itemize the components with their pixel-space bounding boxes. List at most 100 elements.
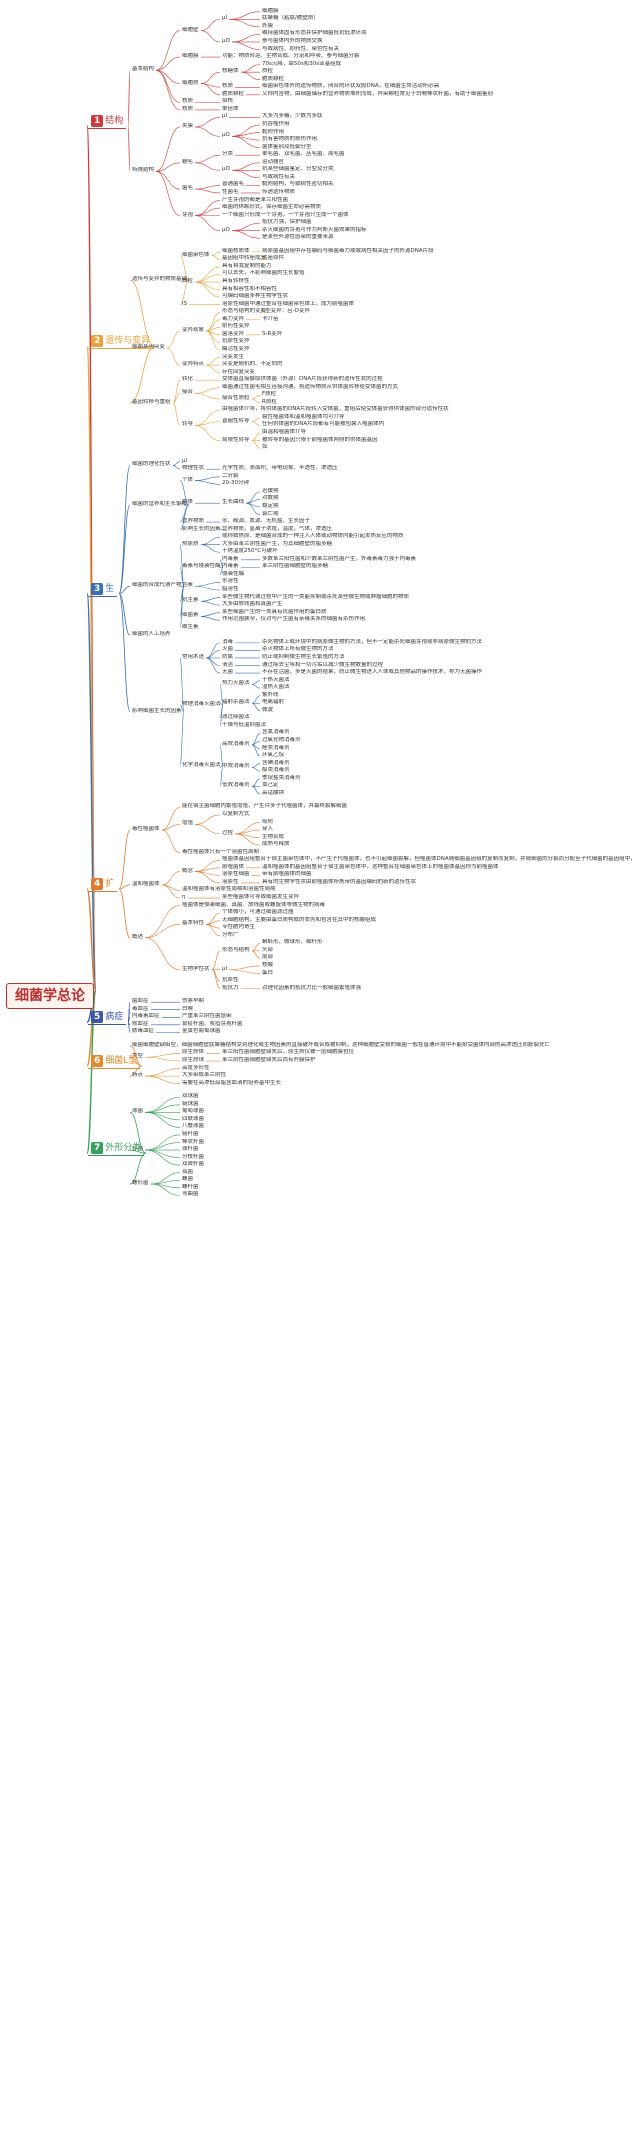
map-node[interactable]: 衰亡期 — [262, 510, 279, 517]
map-node[interactable]: 个体微小，可通过细菌滤过器 — [222, 909, 294, 916]
map-node[interactable]: 可以丢失，不影响细菌的生长繁殖 — [222, 270, 305, 277]
map-node[interactable]: 杆菌 — [132, 1146, 144, 1153]
map-node[interactable]: η — [182, 894, 186, 901]
map-node[interactable]: 四联球菌 — [182, 1115, 205, 1122]
map-node[interactable]: 白喉 — [182, 1005, 194, 1012]
map-node[interactable]: 过氧化物消毒剂 — [262, 737, 301, 744]
map-node[interactable]: 具有相容性和不相容性 — [222, 285, 278, 292]
map-node[interactable]: 大多由放线菌和真菌产生 — [222, 601, 283, 608]
map-node[interactable]: 群体 — [182, 499, 194, 506]
map-node[interactable]: 拟核 — [222, 98, 234, 105]
map-node[interactable]: 具有的生物学性状由前噬菌体所携带的基因编码的新的遗传性状 — [262, 878, 417, 885]
map-node[interactable]: 对理化因素的抵抗力比一般细菌繁殖体强 — [262, 984, 362, 991]
map-node[interactable]: 细菌染色体外的遗传物质，闭合的环状双股DNA，在细菌生命活动所必需 — [262, 83, 440, 90]
map-node[interactable]: 蛋白 — [262, 969, 274, 976]
map-node[interactable]: 与致病性、耐药性、染色性有关 — [262, 45, 340, 52]
map-node[interactable]: 突变是随机的、不定向的 — [222, 361, 283, 368]
map-node[interactable]: 外膜 — [262, 22, 274, 29]
map-node[interactable]: 温和噬菌体 — [132, 880, 160, 887]
map-node[interactable]: 营养物质，氢离子浓度，温度，气体，渗透压 — [222, 525, 333, 532]
map-node[interactable]: 严重革兰阴性菌感染 — [182, 1013, 232, 1020]
map-node[interactable]: 抵抗力 — [222, 984, 239, 991]
map-node[interactable]: 水、碳源、氮源、无机盐、生长因子 — [222, 518, 311, 525]
map-node[interactable]: 具有自我复制的能力 — [222, 262, 272, 269]
map-node[interactable]: 是某些外源性感染的重要来源 — [262, 234, 334, 241]
map-node[interactable]: 个体 — [182, 476, 194, 483]
map-node[interactable]: 水溶性 — [222, 578, 239, 585]
map-node[interactable]: 核酸 — [262, 961, 274, 968]
map-node[interactable]: 细胞膜 — [262, 7, 279, 14]
map-node[interactable]: 参与菌体内外的物质交换 — [262, 37, 323, 44]
map-node[interactable]: μO — [222, 37, 230, 44]
map-node[interactable]: 革兰阴性菌细胞壁缺失后尚有外膜保护 — [222, 1057, 316, 1064]
map-node[interactable]: 荚膜 — [182, 122, 194, 129]
map-node[interactable]: 溶原性 — [222, 878, 239, 885]
map-node[interactable]: 单倍体 — [222, 105, 239, 112]
map-node[interactable]: 传递遗传物质 — [262, 188, 296, 195]
map-node[interactable]: 无菌 — [222, 669, 234, 676]
map-node[interactable]: 穿入 — [262, 826, 274, 833]
map-node[interactable]: 分枝杆菌 — [182, 1153, 205, 1160]
map-node[interactable]: 质粒 — [262, 68, 274, 75]
map-node[interactable]: 抗吞噬作用 — [262, 121, 290, 128]
map-node[interactable]: 二分裂 — [222, 472, 239, 479]
map-node[interactable]: 败血症 — [132, 1020, 149, 1027]
map-node[interactable]: 内毒素 — [222, 563, 239, 570]
map-node[interactable]: 螺形菌 — [132, 1180, 149, 1187]
map-node[interactable]: 季铵盐类消毒剂 — [262, 774, 301, 781]
map-node[interactable]: 细菌的休眠形式，保存细菌生命必需物质 — [222, 204, 322, 211]
map-node[interactable]: 杀死物体上或环境中的病原微生物的方法，但不一定能杀死细菌芽孢或非病原微生物的方法 — [262, 638, 483, 645]
map-node[interactable]: 基因组中转座成分 — [222, 255, 267, 262]
map-node[interactable]: 干烤温度250°C可破坏 — [222, 548, 278, 555]
map-node[interactable]: 影响生长的因素 — [182, 525, 221, 532]
map-node[interactable]: 特殊结构 — [132, 167, 155, 174]
map-node[interactable]: μO — [222, 166, 230, 173]
map-node[interactable]: 滤过除菌法 — [222, 714, 250, 721]
map-node[interactable]: 温和噬菌体的基因组整合于宿主菌染色体中，这种整合在细菌染色体上的噬菌体基因称为前… — [262, 863, 499, 870]
map-node[interactable]: 辐射杀菌法 — [222, 699, 250, 706]
map-node[interactable]: 细胞壁 — [182, 26, 199, 33]
map-node[interactable]: 湿热灭菌法 — [262, 684, 290, 691]
map-node[interactable]: 影响细菌生长的因素 — [132, 707, 182, 714]
map-node[interactable]: 球杆菌 — [182, 1146, 199, 1153]
map-node[interactable]: 抗某些细菌鉴定、分型及分类 — [262, 166, 334, 173]
map-node[interactable]: 环氧乙烷 — [262, 752, 285, 759]
map-node[interactable]: 菌毛 — [182, 185, 194, 192]
map-node[interactable]: 链球菌 — [182, 1100, 199, 1107]
map-node[interactable]: 链杆菌 — [182, 1130, 199, 1137]
map-node[interactable]: 细菌通过性菌毛相互连接沟通，将遗传物质从供体菌转移给受体菌的方式 — [222, 383, 399, 390]
map-node[interactable]: 溶原性细菌中通过整合在细菌染色体上，成为前噬菌体 — [222, 300, 355, 307]
map-node[interactable]: 分类 — [222, 151, 234, 158]
map-node[interactable]: 稳定期 — [262, 502, 279, 509]
map-node[interactable]: 20-30分钟 — [222, 480, 249, 487]
map-node[interactable]: 孤菌 — [182, 1168, 194, 1175]
map-node[interactable]: 螺菌 — [182, 1176, 194, 1183]
map-node[interactable]: 中效消毒剂 — [222, 763, 250, 770]
map-node[interactable]: 细菌细胞壁缺陷型，细菌细胞壁肽聚糖结构受到理化或生物因素的直接破坏或合成被抑制，… — [132, 1041, 551, 1048]
map-node[interactable]: 金黄色葡萄球菌 — [182, 1028, 221, 1035]
map-node[interactable]: 毒性噬菌体只有一个溶菌性周期 — [182, 848, 260, 855]
map-node[interactable]: 细菌染色体 — [182, 251, 210, 258]
map-node[interactable]: μl — [182, 457, 188, 464]
map-node[interactable]: μl — [222, 113, 228, 120]
map-node[interactable]: 原生质体 — [182, 1049, 205, 1056]
map-node[interactable]: 单毛菌、双毛菌、丛毛菌、周毛菌 — [262, 151, 345, 158]
map-node[interactable]: 带有前噬菌体的细菌 — [262, 871, 312, 878]
map-node[interactable]: 增殖 — [182, 820, 194, 827]
map-node[interactable]: 含氯消毒剂 — [262, 729, 290, 736]
map-node[interactable]: 成熟与释放 — [262, 841, 290, 848]
map-node[interactable]: 芽孢 — [182, 211, 194, 218]
map-node[interactable]: 热原质 — [182, 540, 199, 547]
map-node[interactable]: 革兰阳性菌细胞壁缺失后，原生质仅被一层细胞膜包住 — [222, 1049, 355, 1056]
map-node[interactable]: 核糖体 — [222, 68, 239, 75]
map-node[interactable]: 转化 — [182, 376, 194, 383]
map-node[interactable]: 细菌的营养和生长繁殖 — [132, 501, 188, 508]
map-node[interactable]: L型变异：吕-O变异 — [262, 308, 310, 315]
map-node[interactable]: 杀灭细菌的芽孢可作为判断灭菌效果的指标 — [262, 226, 367, 233]
map-node[interactable]: 头部 — [262, 946, 274, 953]
map-node[interactable]: 生物学性状 — [182, 965, 210, 972]
map-node[interactable]: 高度多形性 — [182, 1064, 210, 1071]
root-topic[interactable]: 细菌学总论 — [6, 983, 94, 1009]
